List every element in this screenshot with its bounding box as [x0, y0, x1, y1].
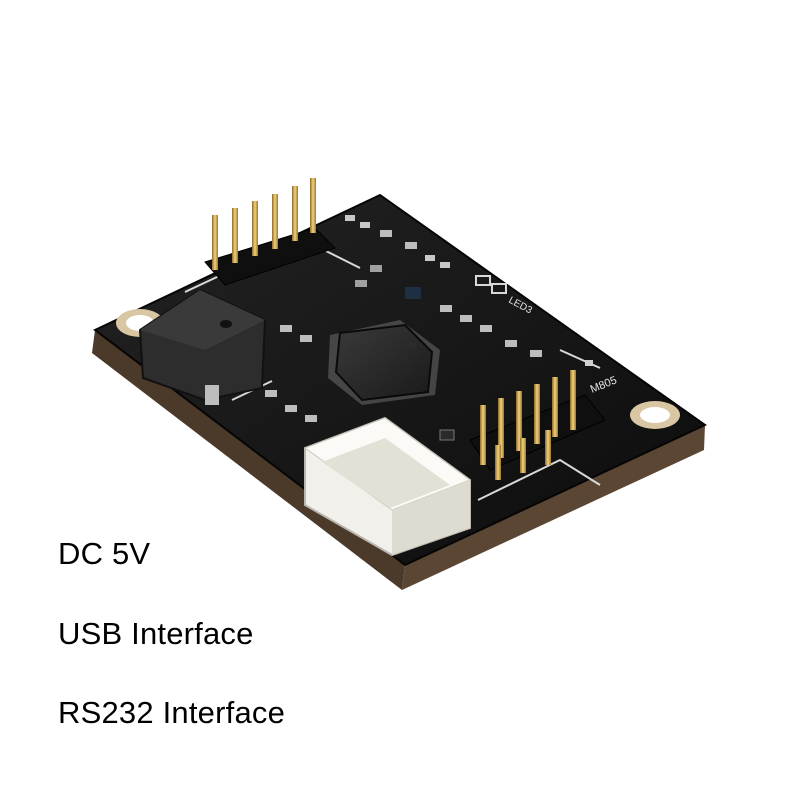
smd-components	[265, 215, 593, 441]
pcb-edge	[92, 330, 705, 590]
main-chip	[328, 320, 440, 405]
pin-header-top	[204, 178, 336, 286]
pin-header-right	[469, 370, 606, 480]
buzzer	[138, 288, 267, 405]
feature-text-usb: USB Interface	[58, 616, 254, 651]
feature-text-rs232: RS232 Interface	[58, 695, 286, 730]
feature-text-power: DC 5V	[58, 536, 151, 571]
mounting-hole-right	[630, 401, 680, 429]
jst-connector	[303, 416, 472, 557]
